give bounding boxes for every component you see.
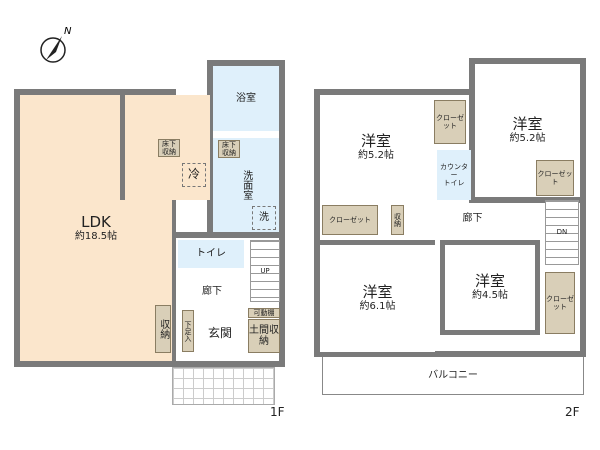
room-name: 洋室 [362, 283, 393, 302]
ldk-room: LDK 約18.5帖 [20, 95, 172, 361]
hallway-2f: 廊下 [405, 203, 540, 235]
entrance-porch [172, 367, 275, 405]
toilet-label: トイレ [443, 179, 465, 188]
room-size: 約5.2帖 [358, 149, 394, 161]
room-top-left: 洋室 約5.2帖 [320, 95, 432, 199]
stairs-down[interactable]: DN [545, 200, 579, 265]
stairs-up[interactable]: UP [250, 240, 280, 302]
closet-2: クローゼット [536, 160, 574, 196]
room-top-right: 洋室 約5.2帖 [475, 64, 580, 196]
floor1-label: 1F [270, 405, 285, 419]
balcony: バルコニー [322, 357, 584, 395]
ldk-name: LDK [81, 212, 111, 231]
floor2-topright-outline [469, 58, 586, 203]
room-name: 洋室 [474, 272, 505, 291]
bath-room: 浴室 [213, 66, 279, 131]
hallway-1f: 廊下 [178, 274, 246, 310]
underfloor-storage-kitchen: 床下収納 [158, 139, 180, 157]
movable-shelf: 可動棚 [248, 308, 280, 318]
washer-space: 洗 [252, 206, 276, 230]
floor2-outline [314, 89, 586, 357]
room-size: 約6.1帖 [359, 301, 396, 313]
toilet-1f: トイレ [178, 240, 244, 268]
north-compass-icon: N [38, 26, 72, 64]
compass-label: N [64, 26, 72, 37]
room-bottom-right: 洋室 約4.5帖 [440, 240, 540, 335]
counter-label: カウンター [440, 162, 468, 179]
fridge-space: 冷 [182, 163, 206, 187]
closet-1: クローゼット [434, 100, 466, 144]
ldk-size: 約18.5帖 [74, 230, 118, 242]
storage-1f: 収納 [155, 305, 171, 353]
storage-2f: 収納 [391, 205, 404, 235]
room-size: 約4.5帖 [472, 290, 508, 302]
entrance: 玄関 [196, 316, 244, 352]
earth-floor-storage: 土間収納 [248, 319, 280, 353]
closet-3: クローゼット [322, 205, 378, 235]
closet-4: クローゼット [545, 272, 575, 334]
floor1-outline [14, 89, 176, 367]
toilet-2f: カウンター トイレ [437, 150, 471, 200]
room-name: 洋室 [360, 131, 391, 150]
underfloor-storage-washroom: 床下収納 [218, 140, 240, 158]
floor2-label: 2F [565, 405, 580, 419]
room-name: 洋室 [512, 114, 543, 133]
shoe-storage: 下足入 [182, 310, 194, 352]
room-size: 約5.2帖 [509, 132, 546, 144]
washroom-label: 洗面室 [240, 170, 252, 200]
room-bottom-left: 洋室 約6.1帖 [320, 240, 435, 352]
